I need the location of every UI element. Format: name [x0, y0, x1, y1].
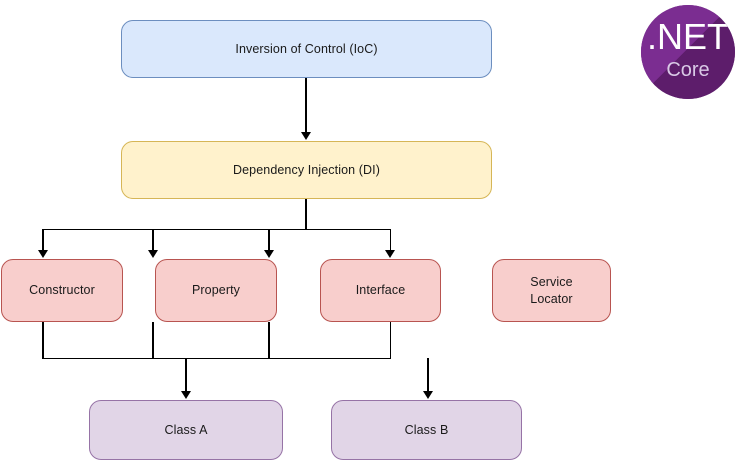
edge-di-to-interface-arrow	[263, 250, 274, 258]
node-class-b[interactable]: Class B	[331, 400, 522, 460]
node-inversion-of-control[interactable]: Inversion of Control (IoC)	[121, 20, 492, 78]
node-label: Dependency Injection (DI)	[232, 162, 381, 177]
edge-bus-to-class-b-line	[427, 358, 429, 392]
edge-bus-to-class-b-arrow	[422, 391, 433, 399]
edge-di-to-constructor-arrow	[37, 250, 48, 258]
node-label: Inversion of Control (IoC)	[235, 41, 378, 56]
edge-bus-to-class-a-arrow	[180, 391, 191, 399]
node-dependency-injection[interactable]: Dependency Injection (DI)	[121, 141, 492, 199]
edge-interface-down-line	[268, 322, 270, 359]
edge-service-locator-down-line	[389, 322, 391, 359]
edge-constructor-down-line	[42, 322, 44, 359]
edge-di-to-service-locator-arrow	[385, 250, 395, 258]
edge-di-to-property-line	[152, 229, 154, 251]
node-class-a[interactable]: Class A	[89, 400, 283, 460]
node-constructor[interactable]: Constructor	[1, 259, 123, 322]
edge-classes-bus-line	[42, 357, 391, 359]
edge-di-to-service-locator-line	[389, 229, 391, 251]
edge-di-trunk-line	[305, 199, 307, 230]
edge-ioc-to-di-arrow	[300, 132, 311, 140]
node-label: Interface	[355, 283, 406, 298]
node-label: Class B	[404, 422, 449, 437]
dotnet-core-logo: .NET Core	[641, 5, 735, 99]
node-interface[interactable]: Interface	[320, 259, 441, 322]
edge-ioc-to-di-line	[305, 78, 307, 133]
edge-di-bus-line	[42, 228, 391, 230]
edge-bus-to-class-a-line	[185, 358, 187, 392]
node-label: Constructor	[29, 283, 95, 298]
logo-primary-text: .NET	[646, 16, 729, 57]
edge-di-to-interface-line	[268, 229, 270, 251]
edge-di-to-constructor-line	[42, 229, 44, 251]
edge-di-to-property-arrow	[147, 250, 158, 258]
node-label: Class A	[164, 422, 208, 437]
node-service-locator[interactable]: Service Locator	[492, 259, 611, 322]
edge-property-down-line	[152, 322, 154, 359]
node-label: Property	[191, 283, 241, 298]
node-property[interactable]: Property	[155, 259, 277, 322]
logo-secondary-text: Core	[666, 59, 710, 81]
logo-background-shade	[641, 5, 735, 99]
node-label: Service Locator	[530, 275, 573, 306]
